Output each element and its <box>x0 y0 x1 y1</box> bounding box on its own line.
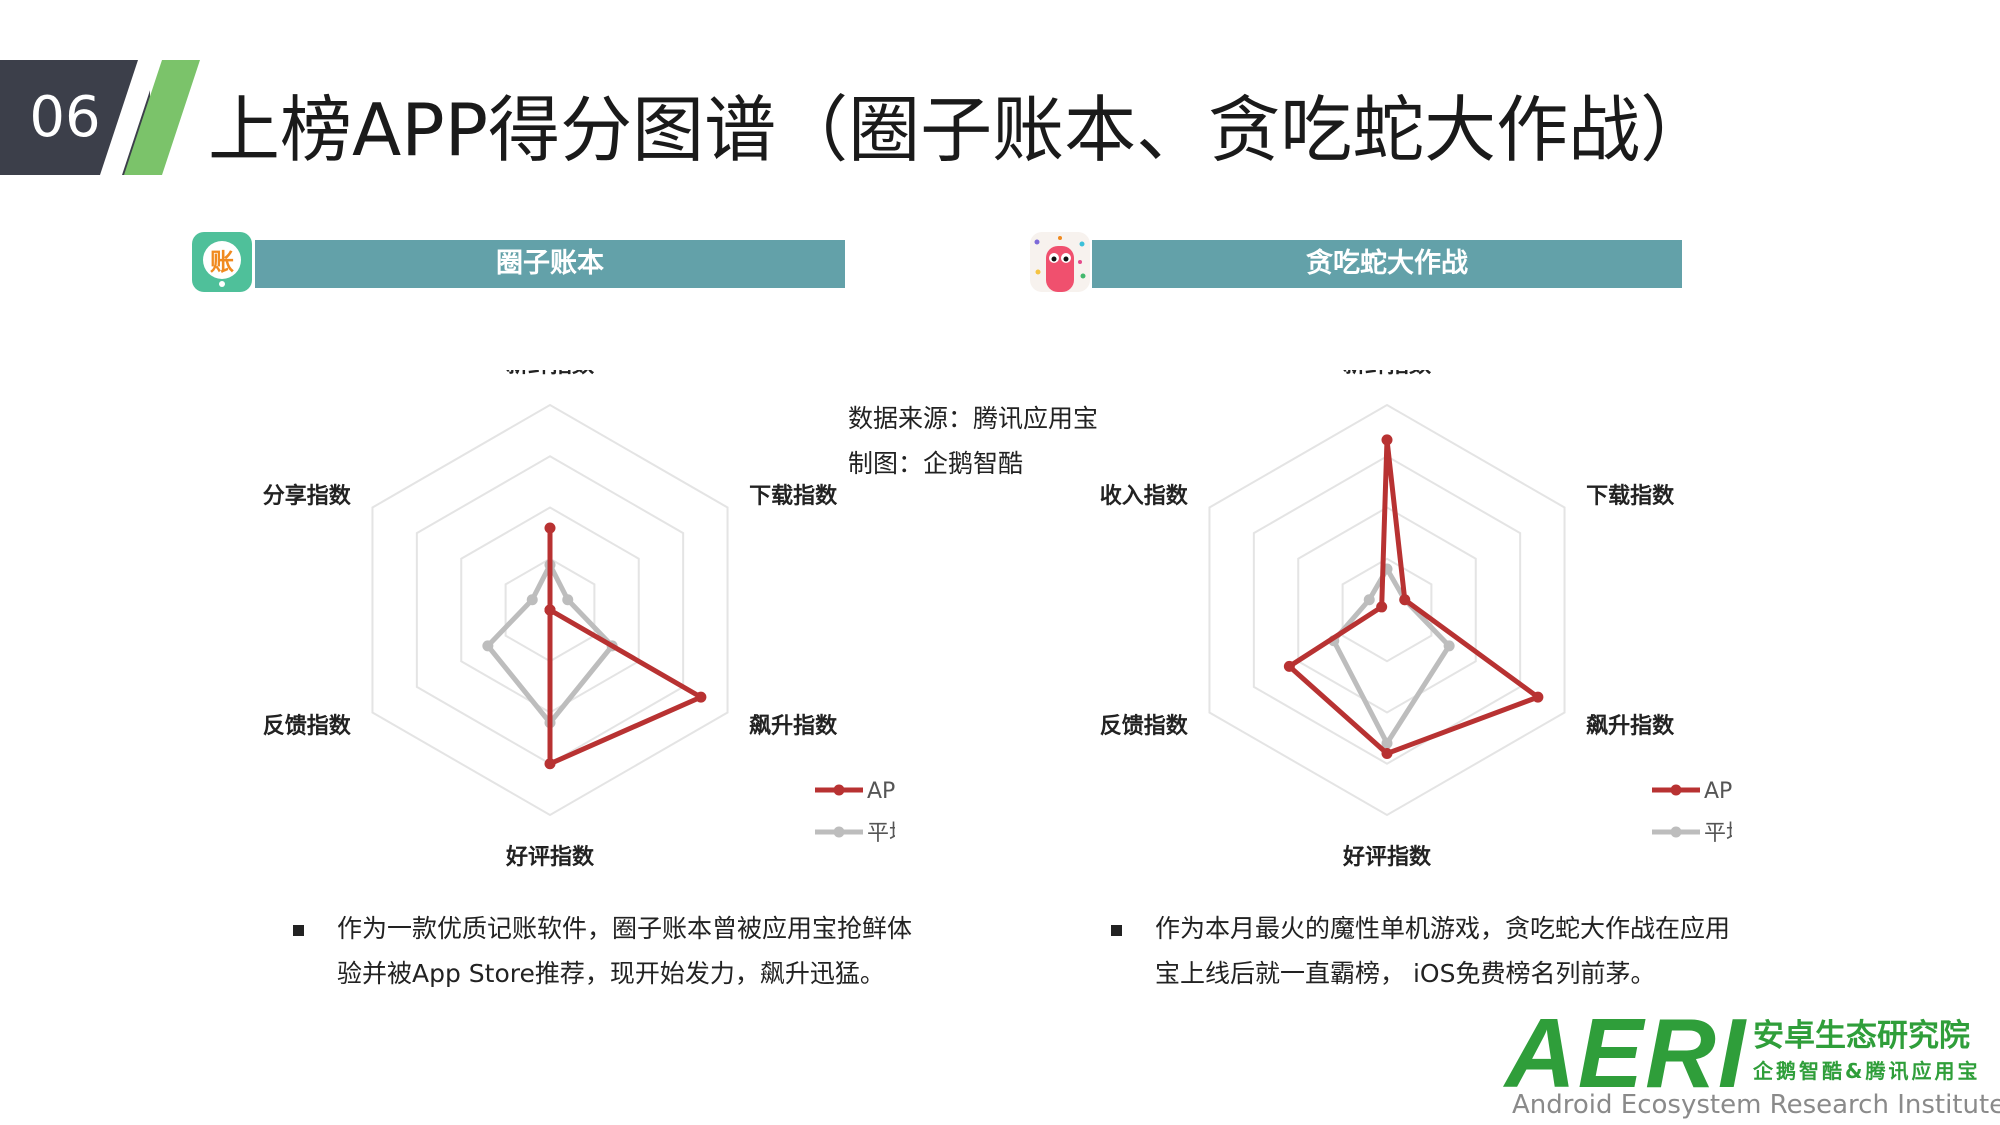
app-title-bar-right: 贪吃蛇大作战 <box>1092 240 1682 288</box>
radar-data-point <box>1532 691 1544 703</box>
description-left-line-2: 验并被App Store推荐，现开始发力，飙升迅猛。 <box>337 959 885 988</box>
radar-axis-label: 飙升指数 <box>1586 713 1675 739</box>
radar-chart-right: 新鲜指数下载指数飙升指数好评指数 反馈指数 收入指数 APP表现平均水平 <box>1100 370 1732 870</box>
radar-data-point <box>544 604 556 616</box>
radar-data-point <box>1283 660 1295 672</box>
ledger-app-icon: 账 <box>192 232 252 292</box>
snake-game-icon <box>1030 232 1090 292</box>
legend-swatch-dot <box>833 826 845 838</box>
radar-data-point <box>1381 434 1393 446</box>
radar-axis-label: 新鲜指数 <box>506 370 595 378</box>
radar-data-point <box>1399 594 1411 606</box>
radar-grid-ring <box>1208 403 1566 817</box>
radar-axis-label: 好评指数 <box>505 844 595 870</box>
description-right-line-1: 作为本月最火的魔性单机游戏，贪吃蛇大作战在应用 <box>1155 914 1731 943</box>
logo-name-cn: 安卓生态研究院 <box>1753 1018 1970 1054</box>
description-left-line-1: 作为一款优质记账软件，圈子账本曾被应用宝抢鲜体 <box>337 914 913 943</box>
chart-maker-text: 制图：企鹅智酷 <box>848 449 1024 478</box>
logo-name-en: Android Ecosystem Research Institute <box>1512 1090 2000 1120</box>
radar-axis-label: 反馈指数 <box>263 713 352 739</box>
radar-data-point <box>1363 594 1375 606</box>
radar-grid-ring <box>1252 455 1522 765</box>
accent-slash <box>100 60 200 175</box>
radar-axis-label: 分享指数 <box>263 483 352 509</box>
description-right-line-2: 宝上线后就一直霸榜， iOS免费榜名列前茅。 <box>1155 959 1656 988</box>
radar-data-point <box>562 594 574 606</box>
legend-label: APP表现 <box>867 779 895 804</box>
legend-swatch-dot <box>1670 826 1682 838</box>
section-number: 06 <box>29 85 101 150</box>
radar-data-point <box>526 594 538 606</box>
logo-subtitle-cn: 企鹅智酷&腾讯应用宝 <box>1753 1059 1981 1083</box>
radar-data-point <box>1376 601 1388 613</box>
bullet-marker <box>293 925 304 936</box>
radar-grid-ring <box>1297 506 1477 714</box>
radar-data-point <box>544 758 556 770</box>
radar-axis-label: 收入指数 <box>1100 483 1189 509</box>
radar-grid-ring <box>371 403 729 817</box>
radar-axis-label: 下载指数 <box>749 483 838 509</box>
bullet-marker <box>1111 925 1122 936</box>
ledger-icon-glyph: 账 <box>210 248 234 276</box>
page-title: 上榜APP得分图谱（圈子账本、贪吃蛇大作战） <box>208 88 1713 172</box>
radar-axis-label: 反馈指数 <box>1100 713 1189 739</box>
radar-chart-left: 新鲜指数下载指数飙升指数好评指数 反馈指数 分享指数 APP表现平均水平 <box>263 370 895 870</box>
radar-grid-ring <box>1341 557 1433 663</box>
radar-data-point <box>482 640 494 652</box>
app-title-bar-left: 圈子账本 <box>255 240 845 288</box>
radar-data-point <box>544 522 556 534</box>
radar-series-line <box>547 525 704 767</box>
radar-data-point <box>1381 737 1393 749</box>
radar-series-line <box>1286 437 1541 756</box>
data-source-text: 数据来源：腾讯应用宝 <box>848 404 1099 433</box>
radar-axis-label: 下载指数 <box>1586 483 1675 509</box>
legend-label: 平均水平 <box>867 821 895 846</box>
radar-data-point <box>1443 640 1455 652</box>
aeri-logo: AERI <box>1505 998 1748 1108</box>
legend-swatch-dot <box>1670 784 1682 796</box>
legend-swatch-dot <box>833 784 845 796</box>
radar-axis-label: 新鲜指数 <box>1343 370 1432 378</box>
radar-axis-label: 好评指数 <box>1342 844 1432 870</box>
legend-label: APP表现 <box>1704 779 1732 804</box>
radar-data-point <box>695 691 707 703</box>
radar-data-point <box>1381 748 1393 759</box>
legend-label: 平均水平 <box>1704 821 1732 846</box>
radar-axis-label: 飙升指数 <box>749 713 838 739</box>
